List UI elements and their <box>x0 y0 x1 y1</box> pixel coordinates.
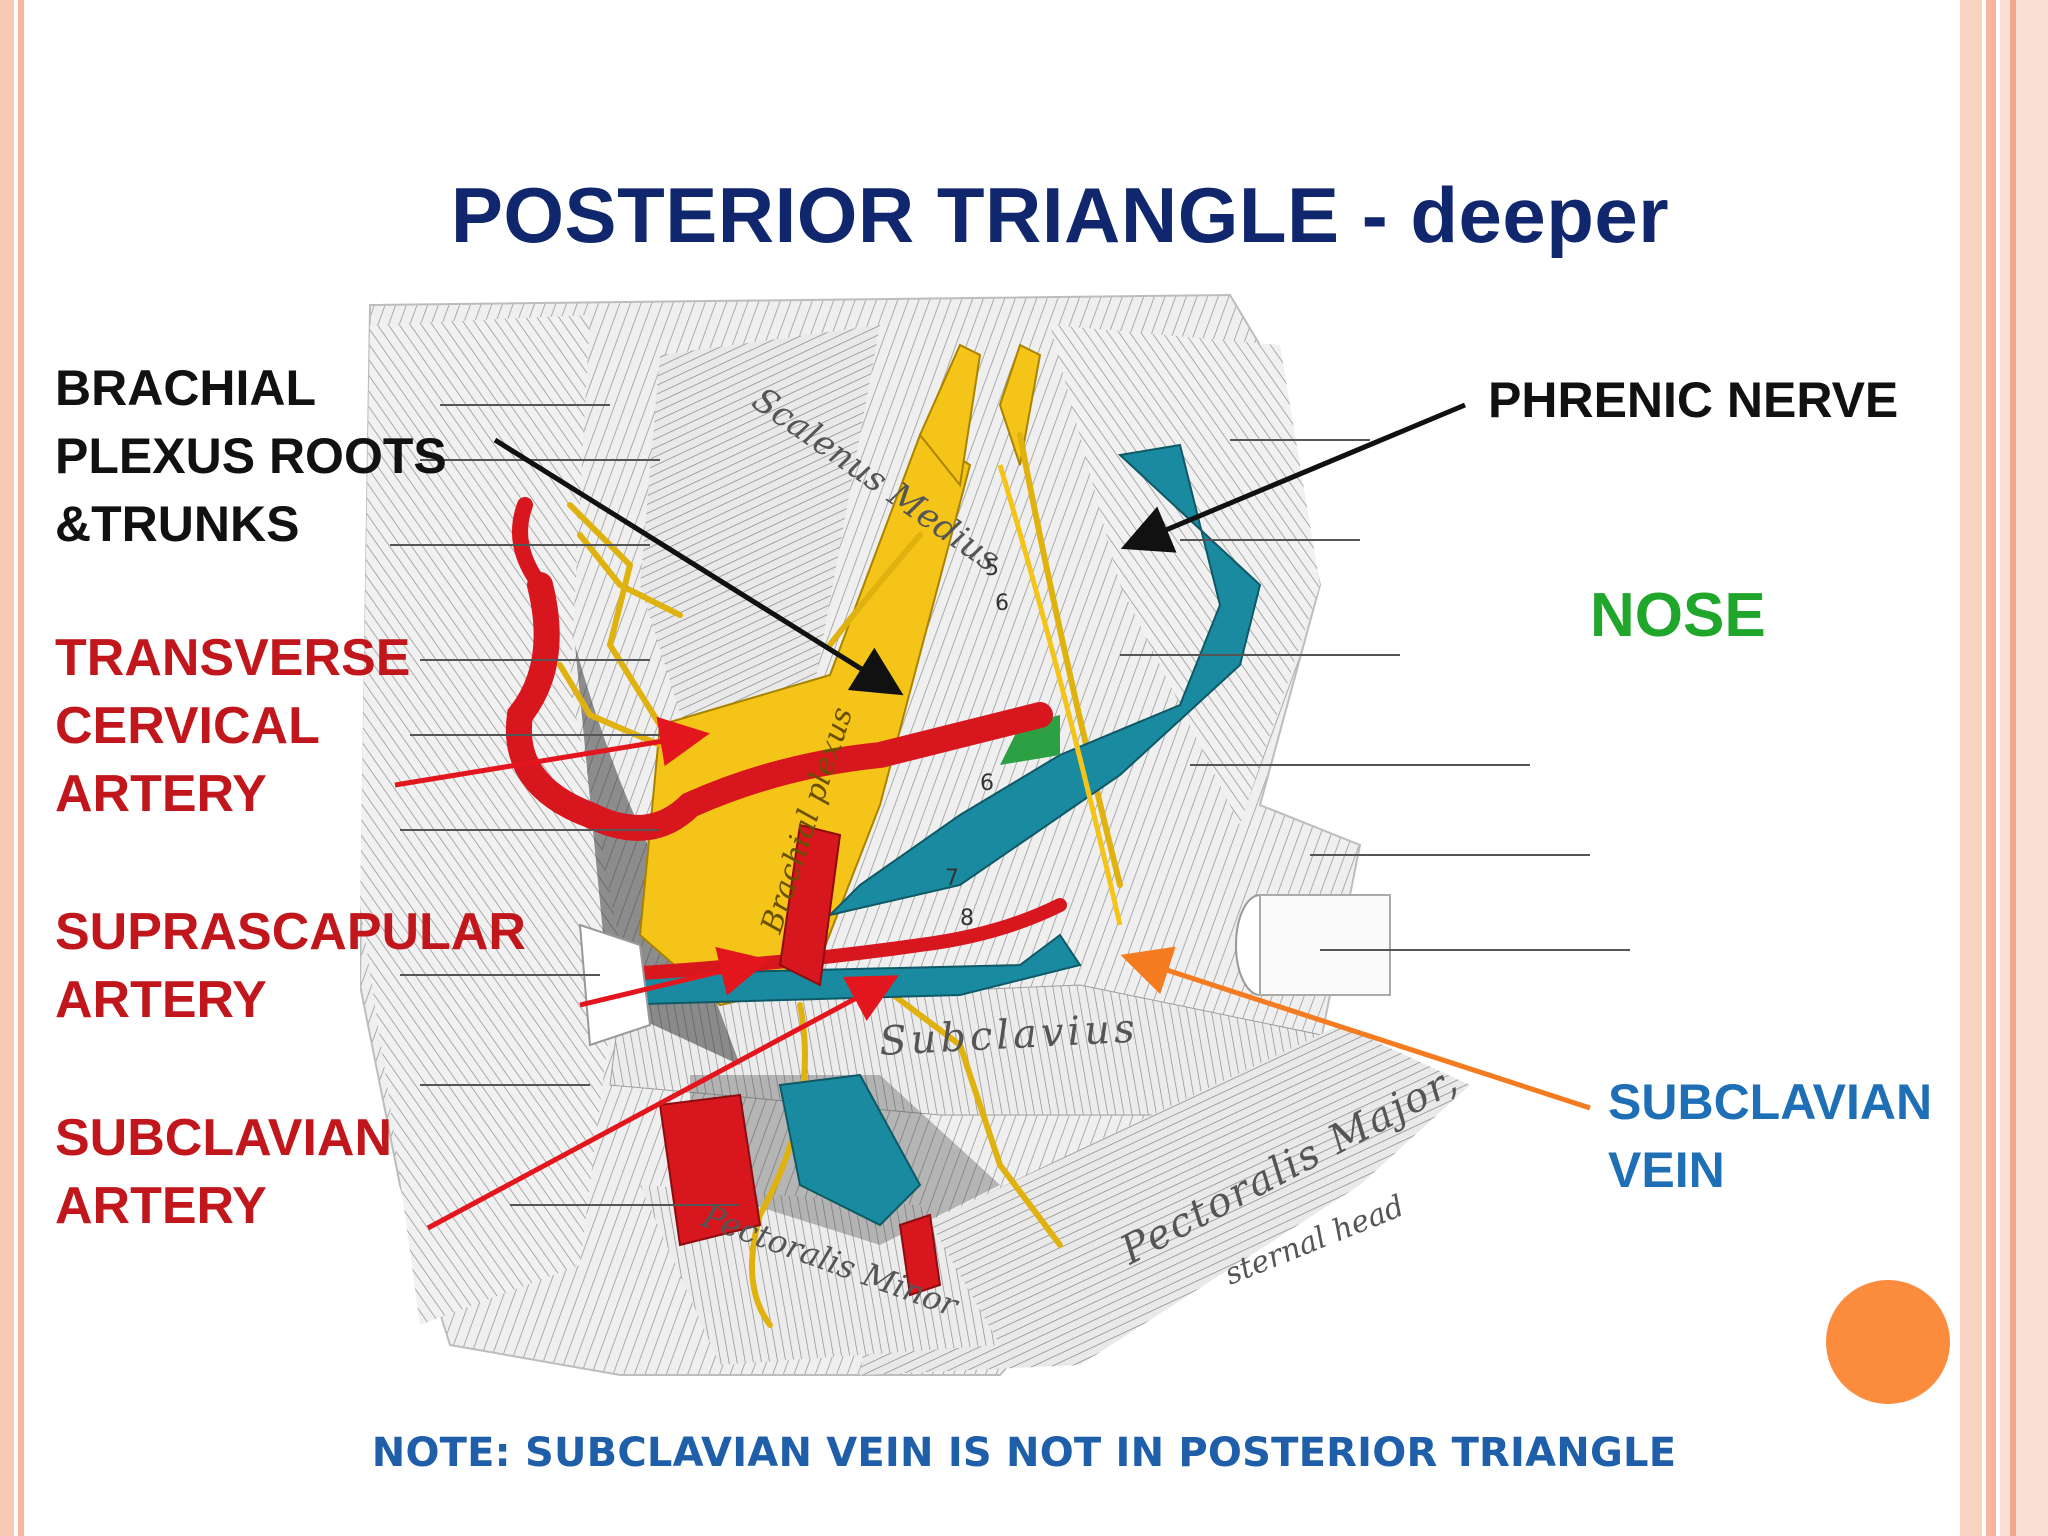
accent-circle <box>1826 1280 1950 1404</box>
frame-left-stripe <box>18 0 24 1536</box>
rootlet-number-4: 7 <box>945 866 959 891</box>
rootlet-number-5: 8 <box>960 906 974 931</box>
suprascapular-artery-label: SUPRASCAPULAR ARTERY <box>55 903 526 1029</box>
subclavian-vein-label: SUBCLAVIAN VEIN <box>1608 1074 1933 1198</box>
phrenic-nerve-label: PHRENIC NERVE <box>1488 372 1899 428</box>
transverse-cervical-artery-label: TRANSVERSE CERVICAL ARTERY <box>55 629 411 823</box>
footnote: NOTE: SUBCLAVIAN VEIN IS NOT IN POSTERIO… <box>371 1430 1677 1476</box>
slide-title: POSTERIOR TRIANGLE - deeper <box>450 171 1670 259</box>
frame-right-band <box>2000 0 2048 1536</box>
frame-left-border <box>0 0 14 1536</box>
rootlet-number-1: 5 <box>985 556 999 581</box>
nose-label: NOSE <box>1590 581 1766 650</box>
brachial-plexus-label: BRACHIAL PLEXUS ROOTS &TRUNKS <box>55 360 447 552</box>
frame-right-line <box>2010 0 2016 1536</box>
rootlet-number-3: 6 <box>980 771 994 796</box>
neck-anatomy-illustration: Scalenus Medius Brachial plexus Subclavi… <box>360 293 1630 1376</box>
subclavian-artery-label: SUBCLAVIAN ARTERY <box>55 1109 393 1235</box>
rootlet-number-2: 6 <box>995 591 1009 616</box>
frame-right-stripe <box>1986 0 1996 1536</box>
frame-right-border <box>1960 0 1982 1536</box>
